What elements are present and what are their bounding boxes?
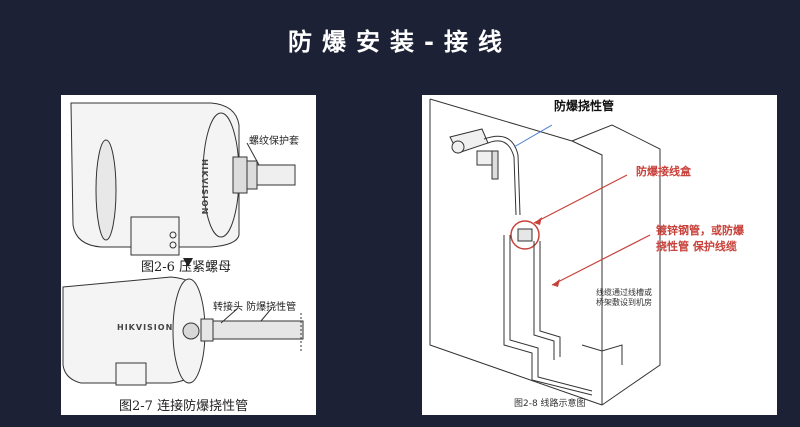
pipe-label-line1: 镀锌钢管，或防爆 <box>656 224 744 237</box>
pipe-label-line2: 挠性管 保护线缆 <box>656 240 737 253</box>
thread-protector-label: 螺纹保护套 <box>249 136 299 147</box>
brand-logo-top: HIKVISION <box>200 159 209 216</box>
slide-title: 防爆安装-接线 <box>288 28 512 56</box>
fig-2-7-caption: 图2-7 连接防爆挠性管 <box>119 399 249 414</box>
fig-2-8-caption: 图2-8 线路示意图 <box>514 399 586 409</box>
adapter-conduit-label: 转接头 防爆挠性管 <box>213 302 297 313</box>
cable-note-line1: 线缆通过线槽或 <box>596 288 652 297</box>
brand-logo-bottom: HIKVISION <box>117 323 174 332</box>
conduit-title-label: 防爆挠性管 <box>554 99 615 113</box>
wiring-drawing <box>429 98 661 406</box>
camera-drawings <box>62 102 304 386</box>
installation-figure-panel: HIKVISION 螺纹保护套 图2-6 压紧螺母 HIKVISION 转接头 … <box>61 95 316 415</box>
wiring-diagram-panel: 防爆挠性管 防爆接线盒 镀锌钢管，或防爆 挠性管 保护线缆 线缆通过线槽或 桥架… <box>422 95 777 415</box>
junction-box-label: 防爆接线盒 <box>636 165 691 178</box>
cable-note-line2: 桥架敷设到机房 <box>596 298 652 307</box>
fig-2-6-caption: 图2-6 压紧螺母 <box>141 260 232 275</box>
